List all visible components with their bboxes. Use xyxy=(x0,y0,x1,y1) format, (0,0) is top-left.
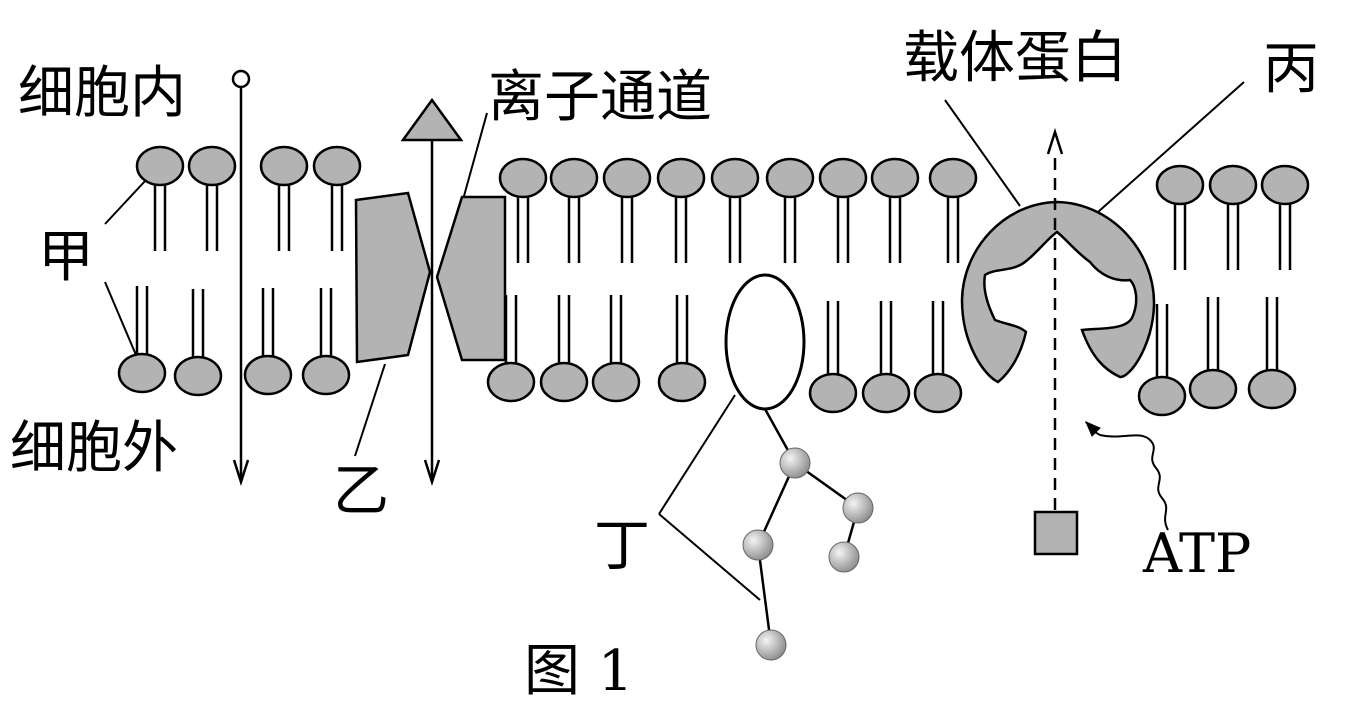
protein-yi xyxy=(354,191,432,364)
phospholipid xyxy=(913,301,963,414)
free-diffusion-arrow xyxy=(231,69,251,487)
label-yi: 乙 xyxy=(333,459,389,524)
figure-caption: 图 1 xyxy=(524,639,633,703)
phospholipid xyxy=(602,157,652,263)
phospholipid xyxy=(1260,164,1310,270)
label-ion-channel: 离子通道 xyxy=(488,65,712,130)
carrier-protein-bing xyxy=(960,200,1156,384)
phospholipid xyxy=(861,301,911,414)
phospholipid xyxy=(1155,164,1205,270)
phospholipid xyxy=(710,157,760,263)
phospholipid xyxy=(928,157,978,263)
phospholipid xyxy=(870,157,920,263)
sugar-bead xyxy=(828,541,860,573)
phospholipid xyxy=(818,157,868,263)
phospholipid xyxy=(312,145,362,251)
label-jia: 甲 xyxy=(38,225,94,290)
phospholipid xyxy=(1247,297,1297,410)
label-carrier-protein: 载体蛋白 xyxy=(903,26,1127,91)
label-leaders xyxy=(104,81,1245,601)
label-ding: 丁 xyxy=(594,514,650,579)
phospholipid xyxy=(539,295,589,403)
label-extracellular: 细胞外 xyxy=(10,416,178,481)
phospholipid xyxy=(765,157,815,263)
transported-molecule xyxy=(1033,510,1079,556)
sugar-bead xyxy=(842,492,874,524)
ion-channel-protein xyxy=(435,195,507,362)
sugar-chain xyxy=(756,408,860,646)
phospholipid xyxy=(1208,164,1258,270)
phospholipid xyxy=(549,157,599,263)
label-bing: 丙 xyxy=(1263,37,1319,102)
atp-energy-arrow xyxy=(1085,421,1169,531)
phospholipid xyxy=(135,145,185,251)
phospholipid-bilayer xyxy=(117,145,1310,417)
glycoprotein-ding xyxy=(724,273,874,661)
phospholipid xyxy=(656,157,706,263)
label-atp: ATP xyxy=(1142,522,1251,585)
phospholipid xyxy=(591,295,641,403)
phospholipid xyxy=(117,286,167,394)
phospholipid xyxy=(498,157,548,263)
phospholipid xyxy=(657,295,707,403)
sugar-bead xyxy=(779,447,811,479)
phospholipid xyxy=(1137,304,1187,417)
glycoprotein-body xyxy=(724,273,806,411)
active-transport-arrow xyxy=(1033,127,1079,556)
phospholipid xyxy=(187,145,237,251)
phospholipid xyxy=(243,288,293,396)
ion-channel-arrow xyxy=(400,97,464,487)
label-intracellular: 细胞内 xyxy=(18,61,186,126)
phospholipid xyxy=(808,301,858,414)
phospholipid xyxy=(1188,297,1238,410)
sugar-bead xyxy=(755,629,787,661)
phospholipid xyxy=(259,145,309,251)
phospholipid xyxy=(173,289,223,397)
phospholipid xyxy=(301,288,351,396)
sugar-bead xyxy=(742,529,774,561)
